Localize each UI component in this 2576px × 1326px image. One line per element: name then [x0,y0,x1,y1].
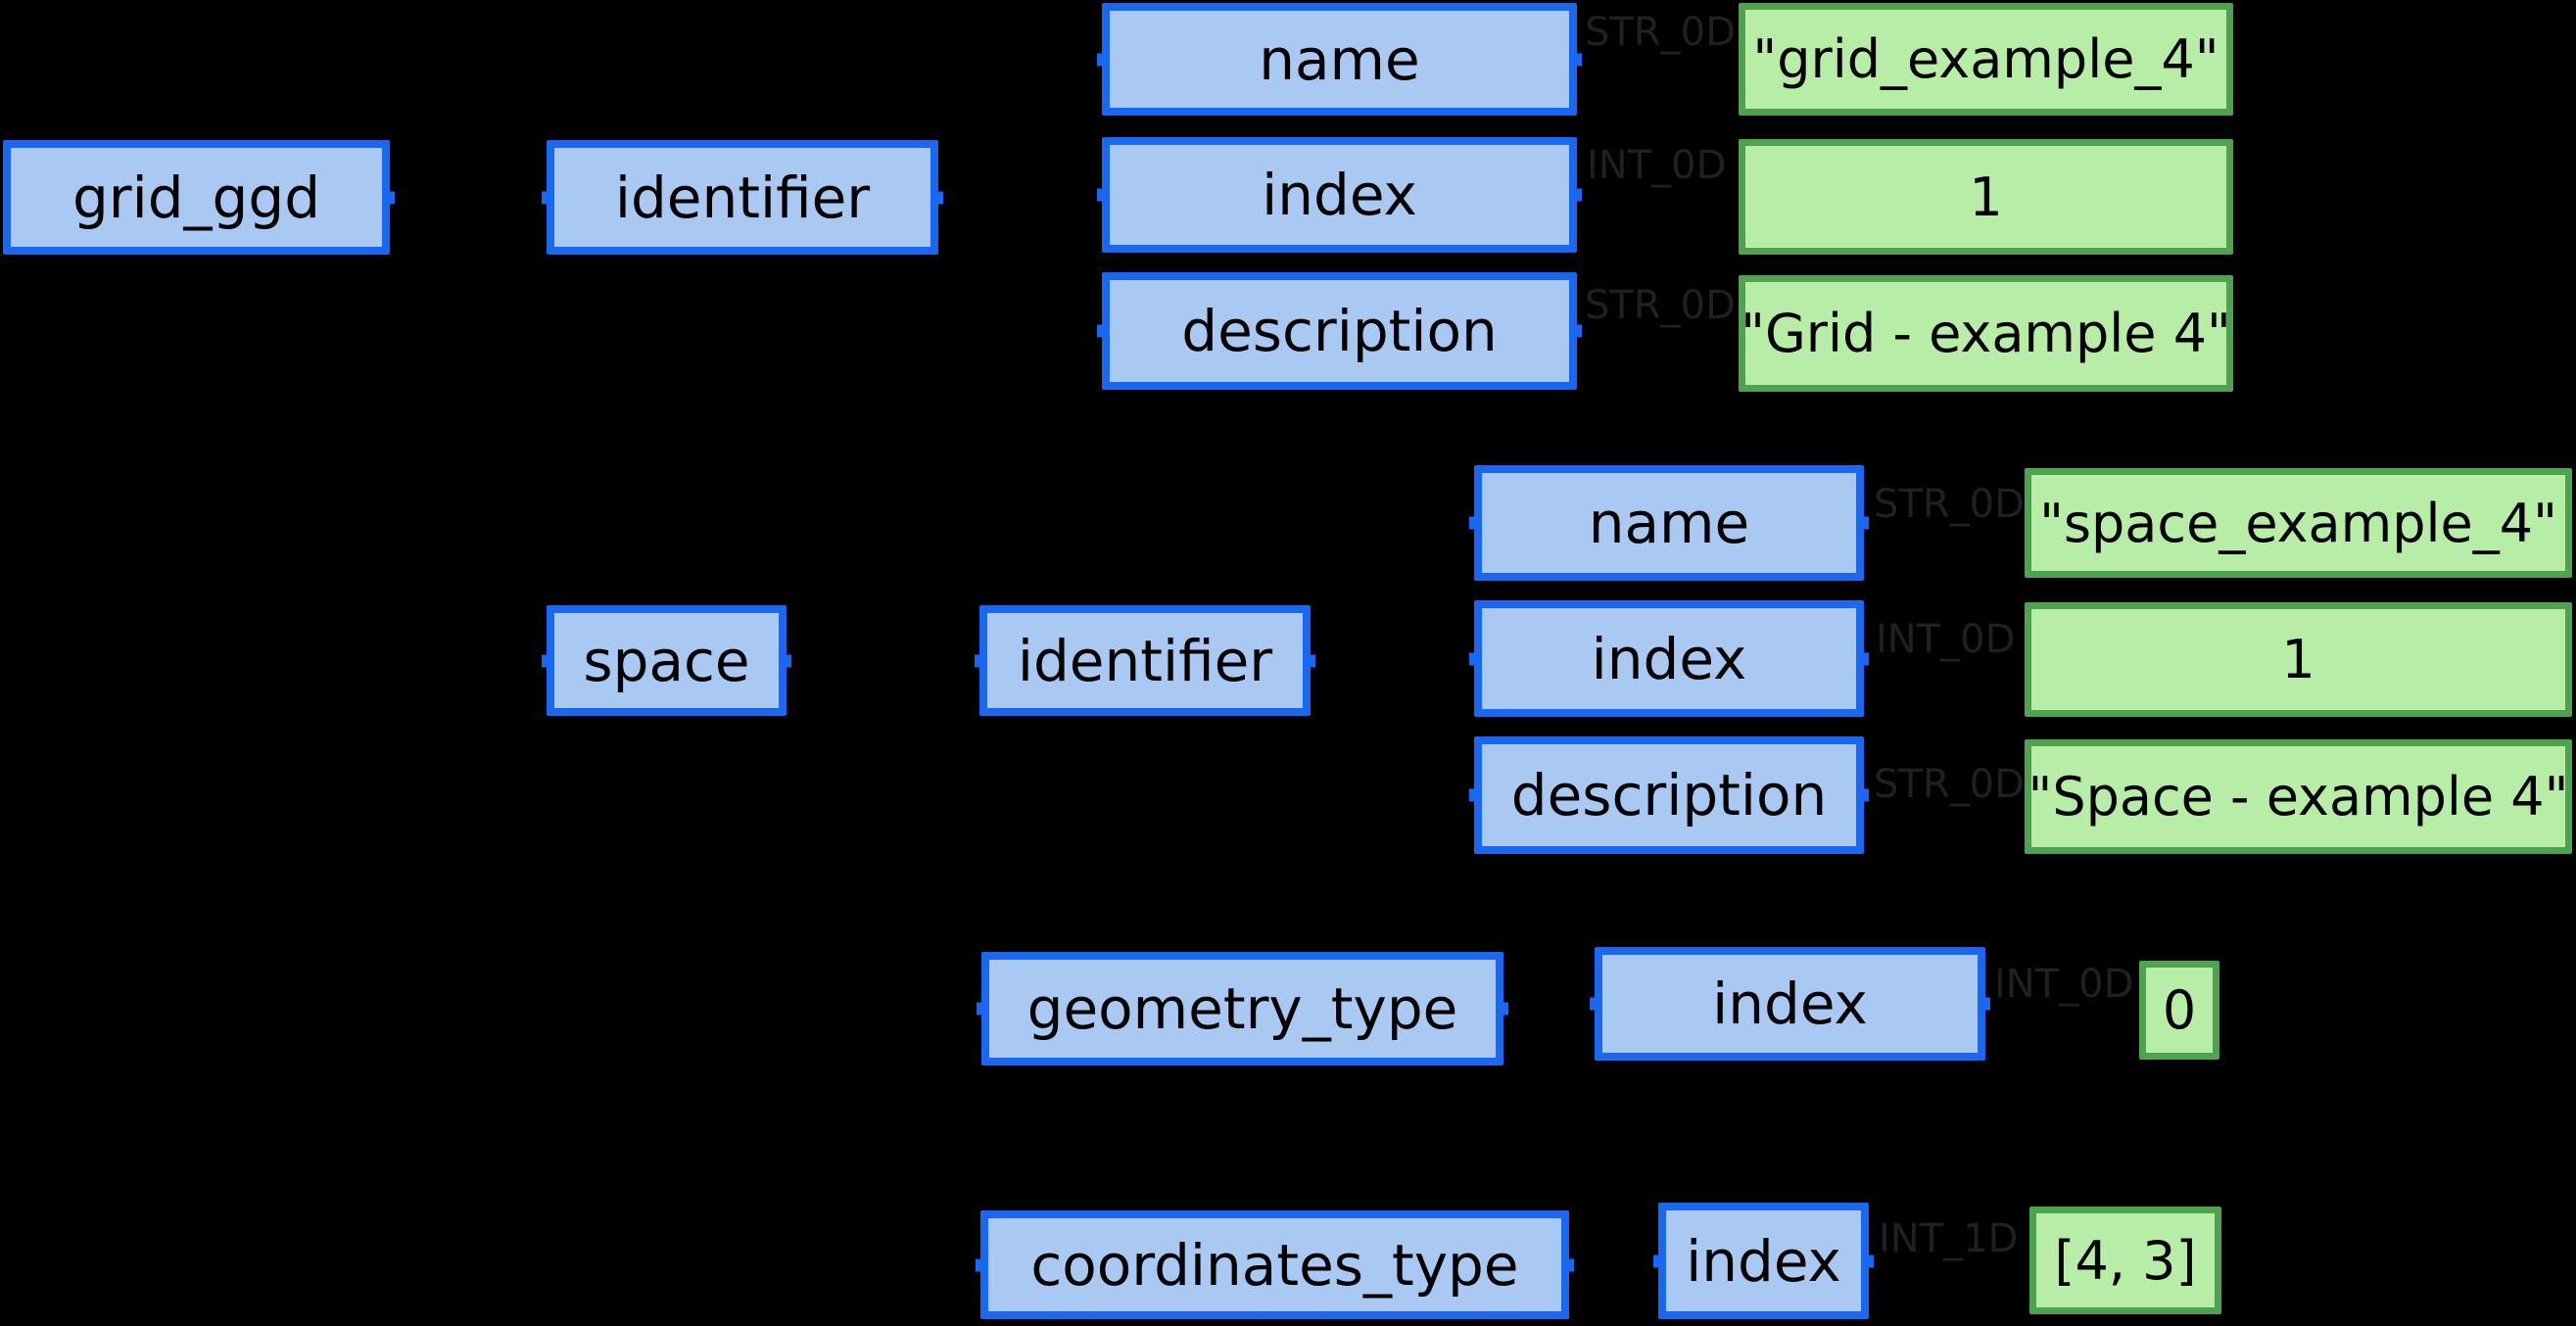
edge-label-name-1-dtype: STR_0D [1585,10,1736,55]
node-description-1-label: description [1181,298,1498,364]
edge-label-index-1-dtype: INT_0D [1587,143,1727,188]
value-index-1-text: 1 [1969,166,2003,228]
node-index-3: index [1595,947,1985,1061]
node-index-3-label: index [1712,971,1868,1037]
node-description-2-label: description [1510,762,1828,829]
value-index-3-text: 0 [2162,979,2197,1041]
value-description-2: "Space - example 4" [2025,739,2572,854]
node-name-2-label: name [1588,490,1750,556]
node-name-1: name [1102,3,1577,116]
node-index-2-label: index [1591,625,1747,692]
edge-label-description-2-dtype: STR_0D [1874,762,2025,807]
node-space-label: space [583,627,750,694]
value-name-2-text: "space_example_4" [2039,492,2557,554]
edge-label-index-4-dtype: INT_1D [1879,1216,2019,1261]
node-grid-ggd-label: grid_ggd [72,164,321,231]
node-coordinates-type-label: coordinates_type [1030,1231,1519,1299]
node-description-2: description [1474,736,1864,854]
node-name-1-label: name [1259,25,1420,93]
value-index-2-text: 1 [2281,629,2315,690]
node-name-2: name [1474,465,1864,581]
node-grid-ggd: grid_ggd [3,140,390,255]
node-description-1: description [1102,272,1577,390]
value-index-4: [4, 3] [2029,1207,2221,1314]
node-identifier-1-label: identifier [614,164,871,231]
node-index-4-label: index [1686,1227,1841,1295]
node-index-1: index [1102,137,1577,253]
node-identifier-2-label: identifier [1017,627,1273,694]
value-index-1: 1 [1739,139,2233,255]
edge-label-index-3-dtype: INT_0D [1994,962,2134,1007]
value-description-1: "Grid - example 4" [1739,275,2233,392]
value-description-1-text: "Grid - example 4" [1741,303,2231,364]
value-name-2: "space_example_4" [2025,468,2572,578]
node-index-1-label: index [1262,162,1417,228]
edge-label-description-1-dtype: STR_0D [1585,283,1736,328]
node-geometry-type-label: geometry_type [1026,975,1458,1042]
node-space: space [547,605,787,716]
edge-label-index-2-dtype: INT_0D [1876,617,2016,662]
value-description-2-text: "Space - example 4" [2027,766,2569,828]
value-name-1-text: "grid_example_4" [1752,28,2219,90]
node-identifier-1: identifier [547,140,938,255]
node-identifier-2: identifier [979,605,1311,716]
node-index-2: index [1474,600,1864,717]
value-index-2: 1 [2025,602,2572,717]
node-geometry-type: geometry_type [981,952,1503,1066]
node-index-4: index [1658,1203,1869,1319]
node-coordinates-type: coordinates_type [980,1210,1569,1319]
value-index-4-text: [4, 3] [2054,1229,2197,1292]
edge-label-name-2-dtype: STR_0D [1874,482,2025,527]
value-name-1: "grid_example_4" [1739,3,2233,116]
value-index-3: 0 [2139,961,2219,1060]
